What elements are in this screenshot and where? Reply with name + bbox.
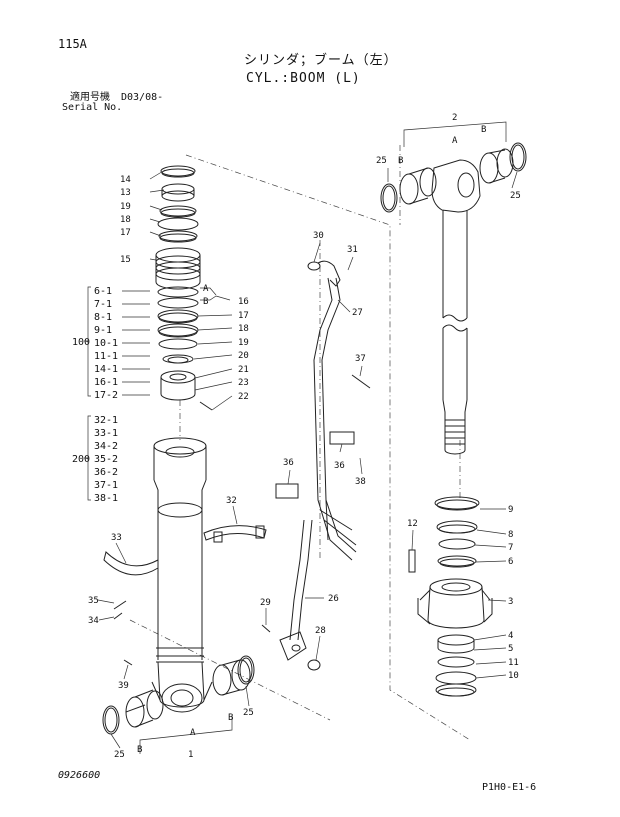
kit-200-number: 200 (72, 454, 91, 465)
callout-36: 36 (283, 458, 294, 468)
kit-200-item: 34-2 (94, 441, 119, 452)
callout-25: 25 (510, 191, 521, 201)
kit-100-item: 6-1 (94, 286, 113, 297)
callout-39: 39 (118, 681, 129, 691)
kit-200-item: 37-1 (94, 480, 119, 491)
title-japanese: シリンダ；ブーム（左） (244, 53, 398, 68)
kit-brackets (84, 286, 150, 501)
cylinder-tube (151, 437, 213, 713)
callout-18: 18 (238, 324, 249, 334)
callout-19: 19 (238, 338, 249, 348)
callout-17: 17 (238, 311, 249, 321)
callout-a: A (203, 284, 209, 294)
callout-21: 21 (238, 365, 249, 375)
hydraulic-pipes (261, 260, 371, 671)
callout-1: 1 (188, 750, 193, 760)
callout-17: 17 (120, 228, 131, 238)
callout-b: B (203, 297, 208, 307)
callout-25: 25 (243, 708, 254, 718)
callout-38: 38 (355, 477, 366, 487)
lower-bushings (102, 655, 255, 735)
serial-label: Serial No. (62, 102, 123, 113)
callout-b: B (481, 125, 486, 135)
kit-200-item: 32-1 (94, 415, 119, 426)
callout-10: 10 (508, 671, 519, 681)
kit-100-number: 100 (72, 337, 91, 348)
callout-7: 7 (508, 543, 513, 553)
sheet-reference: P1H0-E1-6 (482, 782, 537, 793)
callout-14: 14 (120, 175, 131, 185)
kit-100-item: 14-1 (94, 364, 119, 375)
callout-26: 26 (328, 594, 339, 604)
title-english: CYL.:BOOM (L) (246, 71, 361, 86)
applicable-serial-value: D03/08- (121, 92, 164, 103)
kit-100-item: 8-1 (94, 312, 113, 323)
kit-100-item: 11-1 (94, 351, 119, 362)
callout-15: 15 (120, 255, 131, 265)
callout-b: B (398, 156, 403, 166)
callout-25: 25 (114, 750, 125, 760)
callout-4: 4 (508, 631, 513, 641)
kit-200-item: 33-1 (94, 428, 119, 439)
callout-2: 2 (452, 113, 457, 123)
kit-200-item: 36-2 (94, 467, 119, 478)
page-code: 115A (58, 37, 87, 51)
callout-labels: 14 13 19 18 17 15 A B 16 17 18 19 20 21 … (88, 113, 521, 760)
callout-28: 28 (315, 626, 326, 636)
callout-35: 35 (88, 596, 99, 606)
kit-100-item: 16-1 (94, 377, 119, 388)
callout-18: 18 (120, 215, 131, 225)
callout-31: 31 (347, 245, 358, 255)
callout-20: 20 (238, 351, 249, 361)
callout-34: 34 (88, 616, 99, 626)
pipe-clamps (103, 525, 267, 666)
callout-a: A (452, 136, 458, 146)
callout-5: 5 (508, 644, 513, 654)
callout-32: 32 (226, 496, 237, 506)
callout-16: 16 (238, 297, 249, 307)
kit-100-item: 9-1 (94, 325, 113, 336)
kit-200-item: 35-2 (94, 454, 119, 465)
callout-8: 8 (508, 530, 513, 540)
leader-lines (97, 121, 518, 754)
callout-11: 11 (508, 658, 519, 668)
kit-100-item: 17-2 (94, 390, 119, 401)
callout-b: B (228, 713, 233, 723)
callout-25: 25 (376, 156, 387, 166)
callout-b: B (137, 745, 142, 755)
callout-9: 9 (508, 505, 513, 515)
piston-stack (155, 165, 213, 411)
callout-a: A (190, 728, 196, 738)
callout-19: 19 (120, 202, 131, 212)
callout-37: 37 (355, 354, 366, 364)
drawing-number: 0926600 (58, 770, 101, 781)
applicable-label: 適用号機 (70, 92, 110, 103)
callout-22: 22 (238, 392, 249, 402)
cylinder-head-stack (408, 496, 493, 697)
callout-33: 33 (111, 533, 122, 543)
callout-36: 36 (334, 461, 345, 471)
callout-23: 23 (238, 378, 249, 388)
callout-30: 30 (313, 231, 324, 241)
kit-100-item: 10-1 (94, 338, 119, 349)
callout-29: 29 (260, 598, 271, 608)
callout-13: 13 (120, 188, 131, 198)
callout-12: 12 (407, 519, 418, 529)
callout-6: 6 (508, 557, 513, 567)
kit-100-item: 7-1 (94, 299, 113, 310)
callout-27: 27 (352, 308, 363, 318)
callout-3: 3 (508, 597, 513, 607)
kit-200-item: 38-1 (94, 493, 119, 504)
piston-rod (380, 142, 527, 455)
